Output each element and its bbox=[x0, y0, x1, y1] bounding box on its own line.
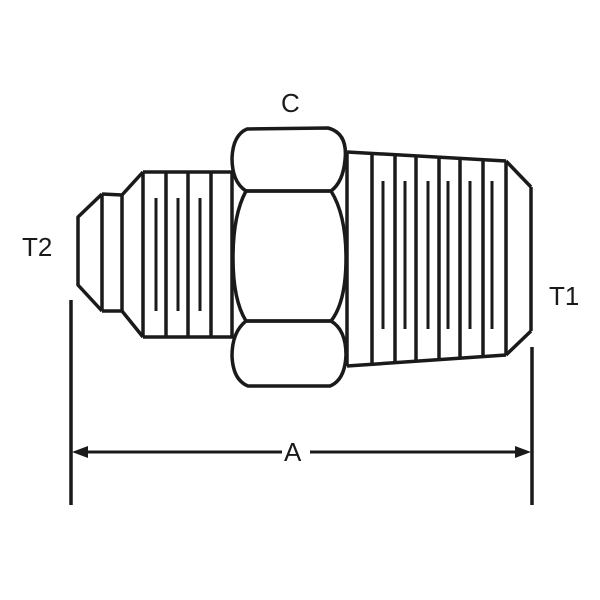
label-t2: T2 bbox=[22, 232, 52, 262]
left-flare-end bbox=[76, 170, 233, 339]
label-t1: T1 bbox=[549, 281, 579, 311]
arrowhead-left-icon bbox=[72, 446, 88, 458]
dimension-a bbox=[69, 300, 534, 505]
right-pipe-end bbox=[346, 150, 533, 368]
arrowhead-right-icon bbox=[515, 446, 531, 458]
label-overall-length-a: A bbox=[284, 437, 302, 467]
label-hex-c: C bbox=[281, 88, 300, 118]
hex-body bbox=[230, 126, 349, 388]
